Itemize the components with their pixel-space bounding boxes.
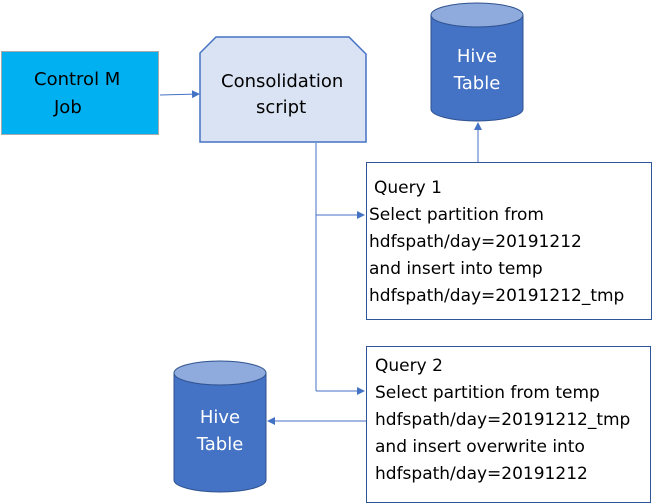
query2-line: and insert overwrite into [375, 437, 585, 457]
consolidation-script-label-line2: script [256, 97, 307, 118]
connector-control-to-script [159, 90, 200, 99]
query1-line: Select partition from [369, 205, 544, 225]
query1-box: Query 1 Select partition from hdfspath/d… [366, 162, 652, 320]
query1-title: Query 1 [374, 178, 442, 198]
query1-line: hdfspath/day=20191212_tmp [369, 286, 625, 306]
hive-table-bottom-label-line2: Table [196, 434, 244, 455]
control-m-job-box: Control M Job [1, 51, 159, 135]
query2-line: hdfspath/day=20191212 [375, 464, 588, 484]
hive-table-top-label-line1: Hive [456, 46, 498, 67]
hive-table-top-label-line2: Table [453, 73, 501, 94]
control-m-job-label-line1: Control M [34, 69, 121, 90]
query2-title: Query 2 [375, 356, 443, 376]
query2-box: Query 2 Select partition from temp hdfsp… [366, 346, 651, 503]
hive-table-top-cylinder [430, 2, 524, 122]
hive-table-bottom-label-line1: Hive [199, 407, 241, 428]
hive-table-bottom-cylinder [173, 360, 267, 493]
consolidation-script-shape [199, 36, 367, 143]
query2-line: hdfspath/day=20191212_tmp [375, 410, 631, 430]
query2-line: Select partition from temp [375, 383, 600, 403]
consolidation-script-label-line1: Consolidation [221, 71, 344, 92]
control-m-job-label-line2: Job [54, 97, 82, 118]
query1-line: hdfspath/day=20191212 [369, 232, 582, 252]
query1-line: and insert into temp [369, 259, 543, 279]
